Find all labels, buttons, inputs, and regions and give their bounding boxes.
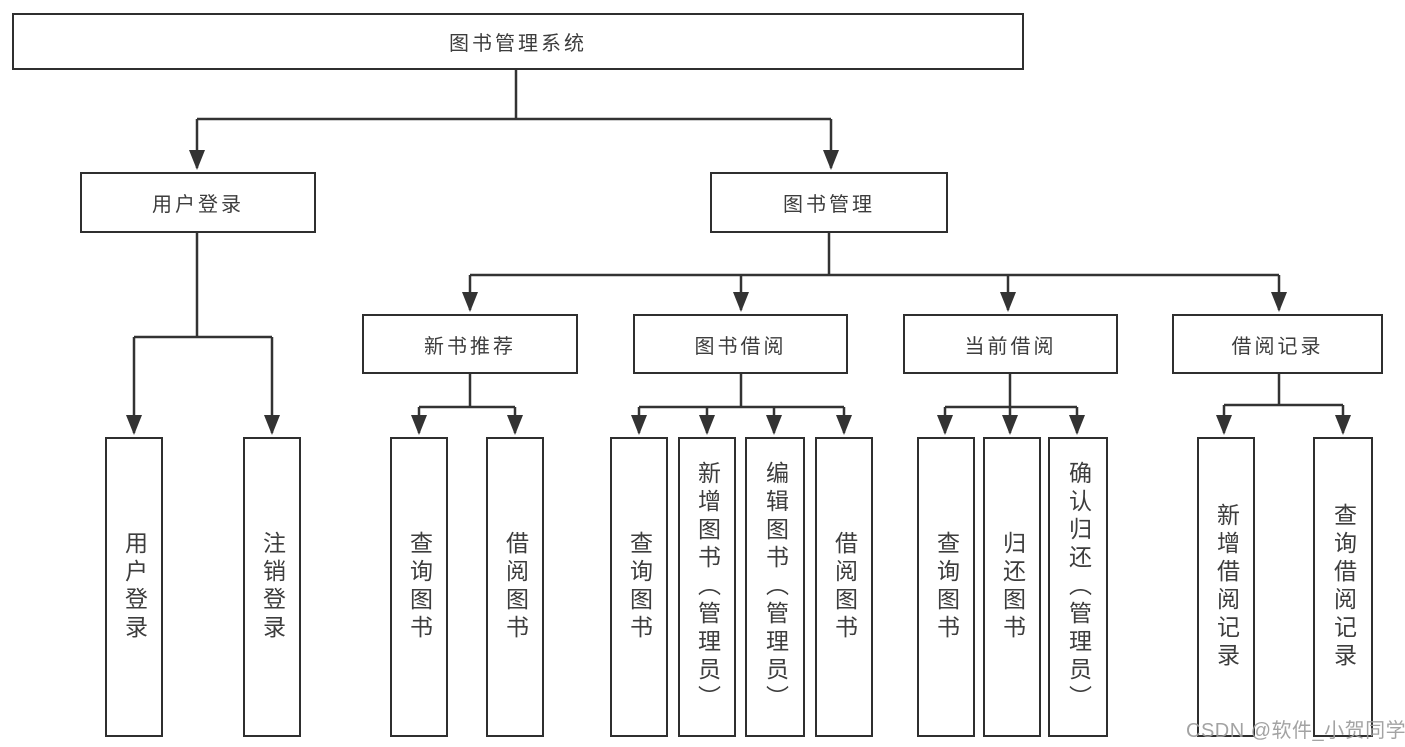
leaf-user-login: 用户登录 bbox=[105, 437, 163, 737]
leaf-records-add-record: 新增借阅记录 bbox=[1197, 437, 1255, 737]
leaf-logout: 注销登录 bbox=[243, 437, 301, 737]
node-borrowing-records: 借阅记录 bbox=[1172, 314, 1383, 374]
node-new-book-recommend: 新书推荐 bbox=[362, 314, 578, 374]
leaf-borrowing-query-books-label: 查询图书 bbox=[626, 531, 653, 643]
leaf-current-return-books-label: 归还图书 bbox=[999, 531, 1026, 643]
node-current-borrowing: 当前借阅 bbox=[903, 314, 1118, 374]
leaf-current-query-books-label: 查询图书 bbox=[933, 531, 960, 643]
leaf-borrowing-edit-books-admin: 编辑图书（管理员） bbox=[745, 437, 805, 737]
leaf-current-query-books: 查询图书 bbox=[917, 437, 975, 737]
node-borrowing-records-label: 借阅记录 bbox=[1231, 335, 1324, 358]
leaf-newbook-query-books: 查询图书 bbox=[390, 437, 448, 737]
csdn-watermark: CSDN @软件_小贺同学 bbox=[1186, 720, 1405, 742]
leaf-records-query-record-label: 查询借阅记录 bbox=[1330, 503, 1357, 671]
leaf-records-add-record-label: 新增借阅记录 bbox=[1213, 503, 1240, 671]
leaf-borrowing-edit-books-admin-label: 编辑图书（管理员） bbox=[762, 461, 789, 713]
node-user-login-label: 用户登录 bbox=[152, 194, 244, 216]
node-current-borrowing-label: 当前借阅 bbox=[964, 335, 1057, 358]
leaf-records-query-record: 查询借阅记录 bbox=[1313, 437, 1373, 737]
leaf-borrowing-query-books: 查询图书 bbox=[610, 437, 668, 737]
leaf-borrowing-add-books-admin: 新增图书（管理员） bbox=[678, 437, 736, 737]
node-root-system: 图书管理系统 bbox=[12, 13, 1024, 70]
leaf-current-confirm-return-admin: 确认归还（管理员） bbox=[1048, 437, 1108, 737]
node-root-label: 图书管理系统 bbox=[449, 33, 587, 55]
leaf-newbook-borrow-books: 借阅图书 bbox=[486, 437, 544, 737]
leaf-newbook-query-books-label: 查询图书 bbox=[406, 531, 433, 643]
node-book-management-label: 图书管理 bbox=[783, 194, 875, 216]
node-book-management: 图书管理 bbox=[710, 172, 948, 233]
node-book-borrowing: 图书借阅 bbox=[633, 314, 848, 374]
leaf-current-return-books: 归还图书 bbox=[983, 437, 1041, 737]
leaf-current-confirm-return-admin-label: 确认归还（管理员） bbox=[1065, 461, 1092, 713]
leaf-borrowing-add-books-admin-label: 新增图书（管理员） bbox=[694, 461, 721, 713]
node-book-borrowing-label: 图书借阅 bbox=[694, 335, 787, 358]
leaf-borrowing-borrow-books-label: 借阅图书 bbox=[831, 531, 858, 643]
node-user-login: 用户登录 bbox=[80, 172, 316, 233]
leaf-newbook-borrow-books-label: 借阅图书 bbox=[502, 531, 529, 643]
node-new-book-recommend-label: 新书推荐 bbox=[424, 335, 516, 358]
leaf-borrowing-borrow-books: 借阅图书 bbox=[815, 437, 873, 737]
leaf-logout-label: 注销登录 bbox=[259, 531, 286, 643]
leaf-user-login-label: 用户登录 bbox=[121, 531, 148, 643]
